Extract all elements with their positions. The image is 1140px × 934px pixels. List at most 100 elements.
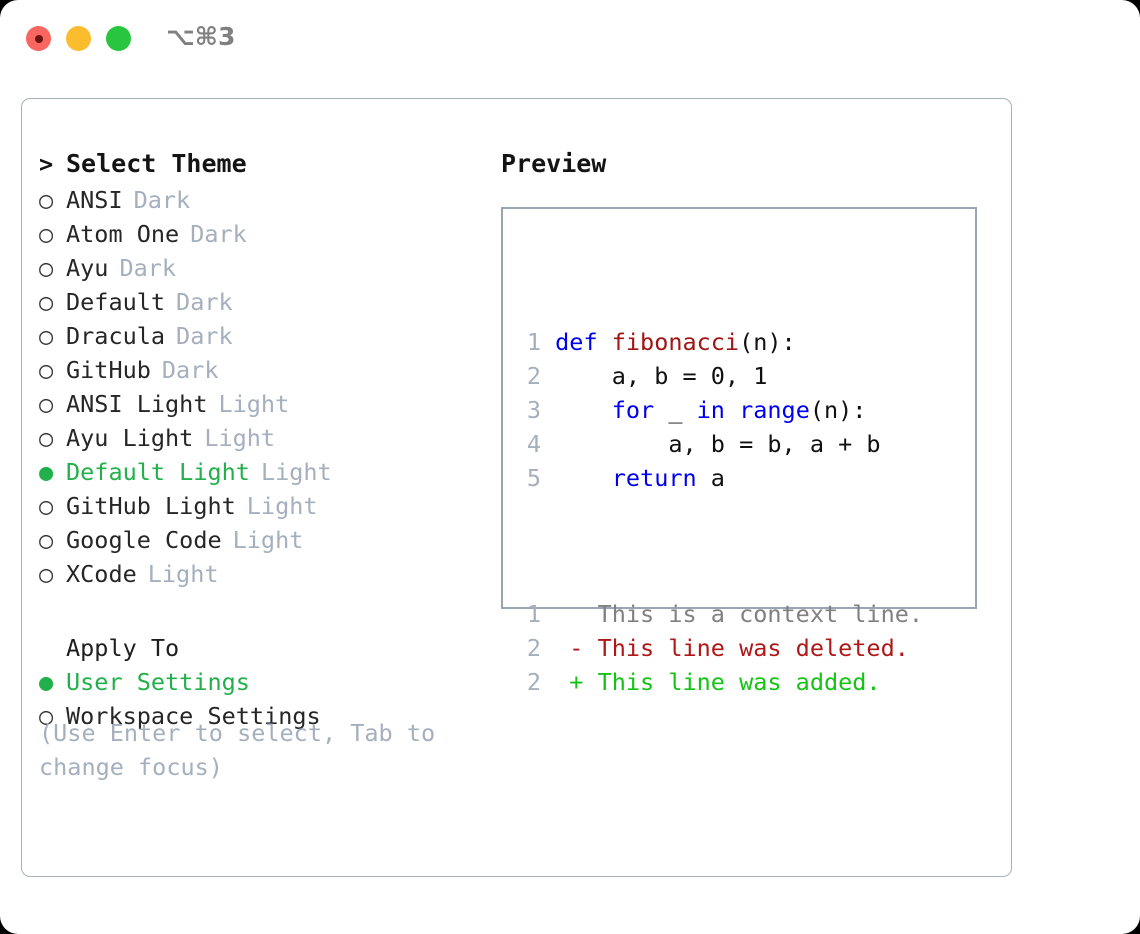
radio-unselected-icon[interactable]: ○ xyxy=(39,702,54,730)
code-token: for xyxy=(611,396,655,424)
keyboard-hint: (Use Enter to select, Tab to change focu… xyxy=(39,719,450,781)
apply-to-item[interactable]: ○ Workspace Settings xyxy=(39,702,499,736)
radio-unselected-icon[interactable]: ○ xyxy=(39,220,54,248)
radio-unselected-icon[interactable]: ○ xyxy=(39,560,54,588)
line-number: 2 xyxy=(526,634,541,662)
theme-variant-tag: Light xyxy=(260,458,332,486)
theme-list-item[interactable]: ○ Ayu Dark xyxy=(39,254,499,288)
code-token: (n): xyxy=(809,396,867,424)
line-number: 1 xyxy=(526,600,541,628)
radio-unselected-icon[interactable]: ○ xyxy=(39,356,54,384)
radio-unselected-icon[interactable]: ○ xyxy=(39,492,54,520)
theme-variant-tag: Light xyxy=(204,424,276,452)
code-line: 1 This is a context line. xyxy=(515,597,923,631)
code-token: return xyxy=(611,464,697,492)
theme-name: Default xyxy=(66,288,166,316)
line-number: 1 xyxy=(526,328,541,356)
radio-unselected-icon[interactable]: ○ xyxy=(39,424,54,452)
code-line: 5 return a xyxy=(515,461,923,495)
zoom-button[interactable] xyxy=(106,26,131,51)
apply-to-label: Workspace Settings xyxy=(66,702,321,730)
theme-name: GitHub xyxy=(66,356,151,384)
select-theme-title: Select Theme xyxy=(66,149,247,178)
title-bar: ⌥⌘3 xyxy=(0,0,1140,78)
theme-name: Ayu xyxy=(66,254,109,282)
radio-unselected-icon[interactable]: ○ xyxy=(39,390,54,418)
radio-unselected-icon[interactable]: ○ xyxy=(39,526,54,554)
theme-name: ANSI Light xyxy=(66,390,208,418)
code-line: 2 - This line was deleted. xyxy=(515,631,923,665)
theme-variant-tag: Dark xyxy=(119,254,177,282)
code-token: a xyxy=(696,464,725,492)
theme-list-item[interactable]: ○ XCode Light xyxy=(39,560,499,594)
code-line: 2 a, b = 0, 1 xyxy=(515,359,923,393)
code-token: def xyxy=(555,328,612,356)
code-token xyxy=(555,464,612,492)
theme-variant-tag: Light xyxy=(147,560,219,588)
code-token: _ xyxy=(654,396,697,424)
radio-selected-icon[interactable]: ● xyxy=(39,668,54,696)
radio-selected-icon[interactable]: ● xyxy=(39,458,54,486)
line-number: 3 xyxy=(526,396,541,424)
theme-variant-tag: Dark xyxy=(190,220,247,248)
keyboard-shortcut-label: ⌥⌘3 xyxy=(166,22,236,51)
theme-list-item[interactable]: ○ GitHub Dark xyxy=(39,356,499,390)
radio-unselected-icon[interactable]: ○ xyxy=(39,322,54,350)
radio-unselected-icon[interactable]: ○ xyxy=(39,254,54,282)
theme-list-item[interactable]: ○ GitHub Light Light xyxy=(39,492,499,526)
theme-variant-tag: Light xyxy=(218,390,290,418)
theme-variant-tag: Light xyxy=(246,492,318,520)
code-line: 3 for _ in range(n): xyxy=(515,393,923,427)
apply-to-title: Apply To xyxy=(66,634,180,662)
prompt-caret-icon: > xyxy=(39,150,54,178)
apply-to-header: Apply To xyxy=(39,634,499,668)
preview-column: Preview 1 def fibonacci(n):2 a, b = 0, 1… xyxy=(501,149,991,696)
select-theme-header: > Select Theme xyxy=(39,149,499,186)
theme-variant-tag: Dark xyxy=(176,322,233,350)
theme-variant-tag: Dark xyxy=(133,186,191,214)
code-token xyxy=(555,396,612,424)
theme-list-item[interactable]: ○ ANSI Light Light xyxy=(39,390,499,424)
theme-list-item[interactable]: ○ Ayu Light Light xyxy=(39,424,499,458)
minimize-button[interactable] xyxy=(66,26,91,51)
theme-variant-tag: Light xyxy=(232,526,304,554)
line-number: 4 xyxy=(526,430,541,458)
code-token: a, b = b, a + b xyxy=(555,430,881,458)
traffic-light-group xyxy=(26,26,131,51)
close-button[interactable] xyxy=(26,26,51,51)
line-number: 2 xyxy=(526,362,541,390)
code-token: (n): xyxy=(739,328,796,356)
line-number: 5 xyxy=(526,464,541,492)
code-token: fibonacci xyxy=(611,328,740,356)
theme-list-item[interactable]: ○ Google Code Light xyxy=(39,526,499,560)
code-token: a, b = 0, 1 xyxy=(555,362,768,390)
theme-name: GitHub Light xyxy=(66,492,236,520)
code-line: 2 + This line was added. xyxy=(515,665,923,699)
code-token: + This line was added. xyxy=(555,668,881,696)
list-spacer xyxy=(39,594,499,634)
theme-name: Default Light xyxy=(66,458,250,486)
theme-name: Google Code xyxy=(66,526,222,554)
apply-to-label: User Settings xyxy=(66,668,250,696)
radio-unselected-icon[interactable]: ○ xyxy=(39,288,54,316)
theme-list-item[interactable]: ● Default Light Light xyxy=(39,458,499,492)
theme-name: XCode xyxy=(66,560,137,588)
code-line: 1 def fibonacci(n): xyxy=(515,325,923,359)
theme-variant-tag: Dark xyxy=(161,356,219,384)
theme-name: Ayu Light xyxy=(66,424,194,452)
diff-sample: 1 This is a context line.2 - This line w… xyxy=(515,597,923,699)
code-token: in range xyxy=(696,396,810,424)
radio-unselected-icon[interactable]: ○ xyxy=(39,186,54,214)
apply-to-item[interactable]: ● User Settings xyxy=(39,668,499,702)
code-line: 4 a, b = b, a + b xyxy=(515,427,923,461)
